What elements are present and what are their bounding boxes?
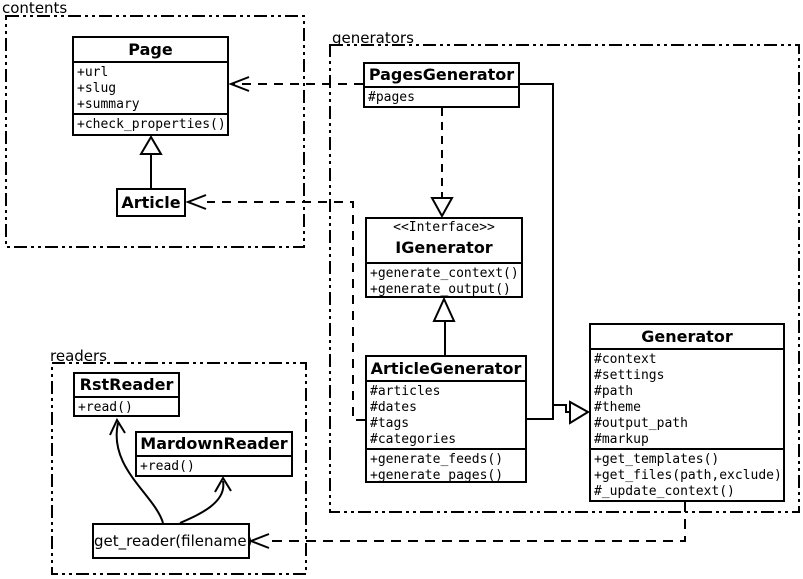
class-articlegenerator-methods: +generate_feeds() +generate_pages() <box>367 450 525 484</box>
class-mardownreader-name: MardownReader <box>137 433 291 457</box>
attribute: #categories <box>370 432 457 447</box>
class-page-methods: +check_properties() <box>74 115 227 133</box>
class-rstreader-methods: +read() <box>75 398 178 416</box>
inheritance-triangle-page <box>139 135 163 155</box>
class-pagesgenerator-name: PagesGenerator <box>365 64 518 88</box>
interface-stereotype: <<Interface>> <box>393 220 495 235</box>
arrowhead-rstreader <box>109 417 126 436</box>
contents-package-label: contents <box>2 0 68 17</box>
method: +read() <box>78 400 133 415</box>
attribute: #output_path <box>594 416 688 431</box>
class-pagesgenerator-attributes: #pages <box>365 88 518 106</box>
inheritance-triangle-generator <box>569 400 590 425</box>
dependency-line-generator-to-getreader <box>269 502 686 542</box>
class-articlegenerator-name: ArticleGenerator <box>367 357 525 382</box>
dependency-line-articlegenerator-to-article <box>207 201 365 421</box>
attribute: #pages <box>368 90 415 105</box>
interface-igenerator-methods: +generate_context() +generate_output() <box>367 264 521 298</box>
class-mardownreader: MardownReader +read() <box>135 431 293 477</box>
attribute: +slug <box>77 81 117 96</box>
attribute: #articles <box>370 384 441 399</box>
function-get-reader: get_reader(filename) <box>92 523 252 559</box>
class-rstreader: RstReader +read() <box>73 372 180 417</box>
interface-igenerator: <<Interface>> IGenerator +generate_conte… <box>365 217 523 298</box>
attribute: #settings <box>594 368 665 383</box>
realization-triangle-igenerator <box>430 197 454 219</box>
attribute: +summary <box>77 97 140 112</box>
dependency-arrowhead-article <box>185 194 207 210</box>
attribute: #markup <box>594 432 649 447</box>
generators-package-border <box>329 44 800 513</box>
readers-package-label: readers <box>50 347 107 365</box>
class-generator-attributes: #context #settings #path #theme #output_… <box>591 350 783 450</box>
class-mardownreader-methods: +read() <box>137 457 291 475</box>
generators-package-label: generators <box>332 29 414 47</box>
interface-igenerator-name: IGenerator <box>395 238 493 257</box>
dependency-arrowhead-getreader <box>248 533 270 549</box>
attribute: #path <box>594 384 634 399</box>
inheritance-triangle-igenerator <box>432 296 456 322</box>
readers-package-border <box>51 362 307 575</box>
method: +generate_output() <box>370 282 511 297</box>
interface-igenerator-header: <<Interface>> IGenerator <box>367 219 521 264</box>
method: +generate_pages() <box>370 468 504 483</box>
class-generator: Generator #context #settings #path #them… <box>589 323 785 502</box>
inheritance-line-pagesgenerator-to-generator <box>520 83 569 413</box>
attribute: #dates <box>370 400 417 415</box>
dependency-arrowhead-page <box>228 76 250 92</box>
attribute: #context <box>594 352 657 367</box>
class-article: Article <box>116 188 186 217</box>
attribute: #theme <box>594 400 641 415</box>
class-articlegenerator: ArticleGenerator #articles #dates #tags … <box>365 355 527 483</box>
arrow-curve-getreader-to-mardownreader <box>179 480 225 524</box>
contents-package-border <box>5 15 305 248</box>
inheritance-line-articlegenerator-to-generator <box>527 405 554 420</box>
attribute: +url <box>77 65 109 80</box>
class-pagesgenerator: PagesGenerator #pages <box>363 62 520 108</box>
method: +generate_feeds() <box>370 452 504 467</box>
method: #_update_context() <box>594 484 735 499</box>
arrow-curve-getreader-to-rstreader <box>115 422 164 524</box>
class-generator-name: Generator <box>591 325 783 350</box>
arrowhead-mardownreader <box>214 476 232 493</box>
class-generator-methods: +get_templates() +get_files(path,exclude… <box>591 450 783 500</box>
class-page-name: Page <box>74 38 227 63</box>
attribute: #tags <box>370 416 410 431</box>
method: +check_properties() <box>77 117 226 132</box>
class-articlegenerator-attributes: #articles #dates #tags #categories <box>367 382 525 450</box>
method: +generate_context() <box>370 266 519 281</box>
method: +get_files(path,exclude) <box>594 468 782 483</box>
class-rstreader-name: RstReader <box>75 374 178 398</box>
method: +get_templates() <box>594 452 720 467</box>
class-page-attributes: +url +slug +summary <box>74 63 227 115</box>
class-page: Page +url +slug +summary +check_properti… <box>72 36 229 136</box>
method: +read() <box>140 459 195 474</box>
